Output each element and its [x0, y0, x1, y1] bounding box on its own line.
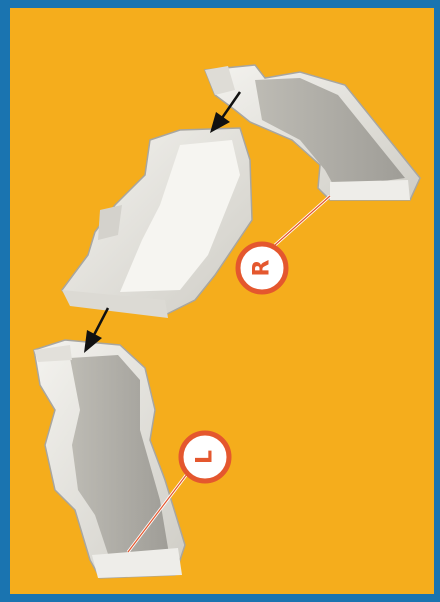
callout-l-label: L: [193, 450, 218, 464]
callout-r: R: [238, 244, 286, 292]
callout-r-label: R: [250, 259, 275, 276]
callout-l: L: [181, 433, 229, 481]
part-left: [34, 340, 185, 578]
part-middle: [62, 128, 252, 318]
